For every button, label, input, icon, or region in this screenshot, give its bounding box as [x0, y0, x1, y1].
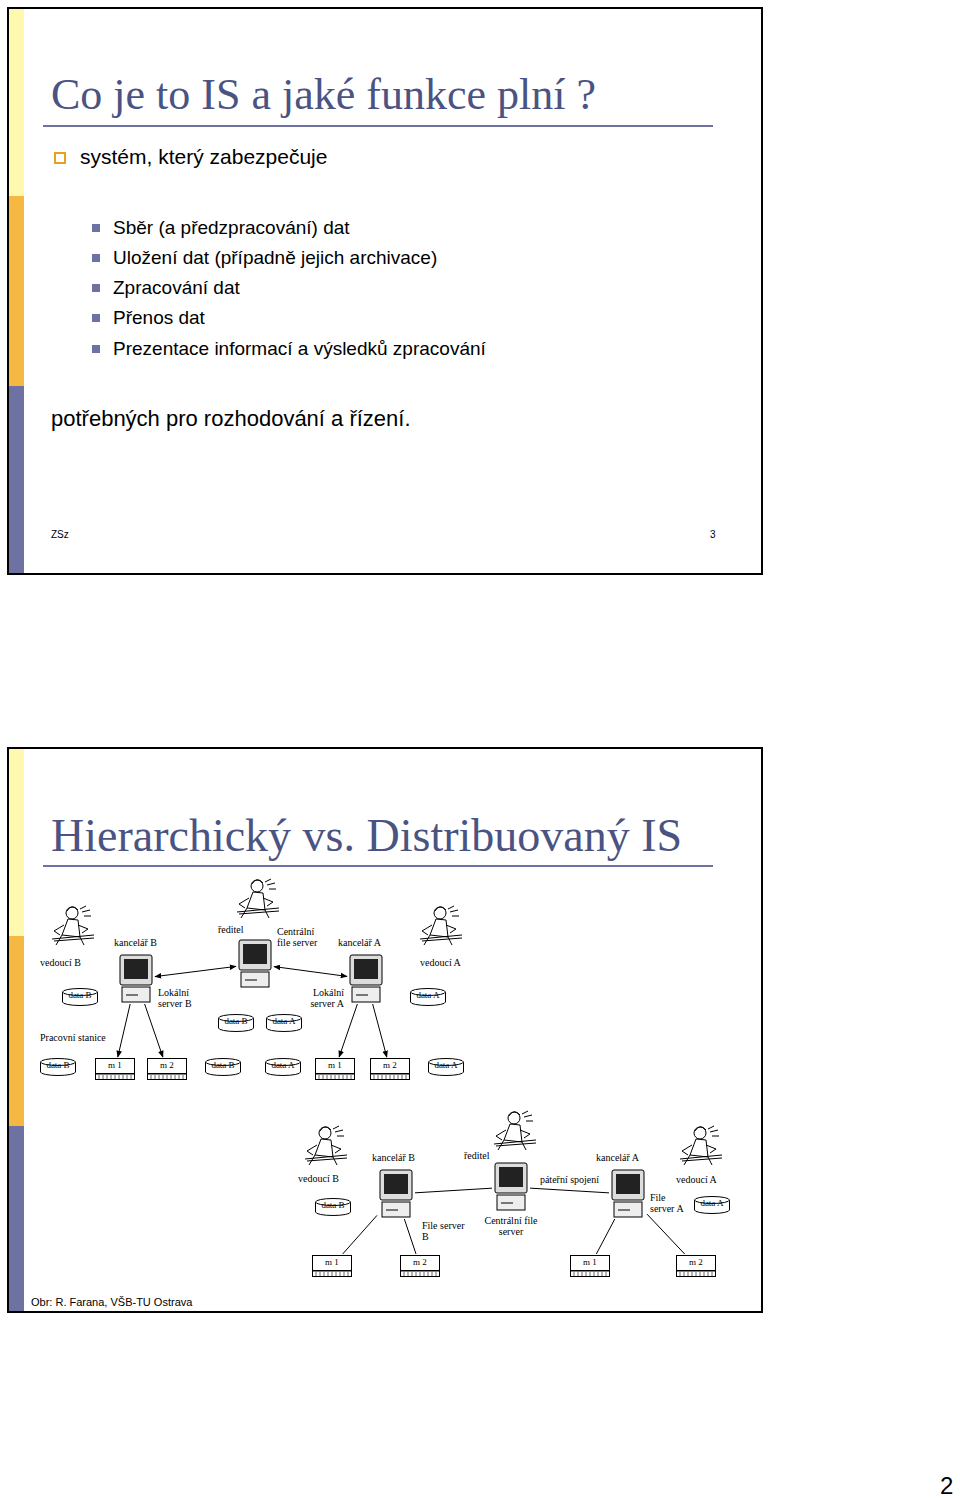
disk-node: data B: [315, 1198, 351, 1216]
node-text: File server A: [650, 1192, 690, 1214]
bullet-text: Přenos dat: [113, 307, 205, 329]
connector: [415, 1188, 492, 1193]
bullet-text: systém, který zabezpečuje: [80, 145, 327, 169]
disk-node: data A: [410, 988, 446, 1006]
computer-node: Centrální file server: [237, 940, 273, 988]
disk-node: data A: [694, 1196, 730, 1214]
footer-text: ZSz: [51, 529, 69, 541]
bullet-text: Uložení dat (případně jejich archivace): [113, 247, 437, 269]
disk-node: data B: [40, 1058, 76, 1076]
node-text: data B: [40, 1058, 76, 1071]
connector: [155, 966, 236, 976]
node-text: data A: [694, 1196, 730, 1209]
slide-title: Co je to IS a jaké funkce plní ?: [51, 70, 596, 121]
connector: [530, 1188, 609, 1193]
bullet-text: Prezentace informací a výsledků zpracová…: [113, 338, 486, 360]
node-text: File server B: [422, 1220, 466, 1242]
node-text: kancelář A: [338, 937, 398, 948]
node-text: kancelář B: [114, 937, 174, 948]
node-text: m 1: [570, 1255, 610, 1268]
disk-node: data A: [265, 1058, 301, 1076]
node-text: m 1: [312, 1255, 352, 1268]
workstation-node: m 1: [312, 1255, 352, 1277]
node-outline: [237, 940, 273, 988]
node-outline: [493, 1163, 529, 1211]
node-text: Centrální file server: [277, 926, 329, 948]
slide-frame: [8, 748, 762, 1312]
node-text: Lokální server B: [158, 987, 204, 1009]
page-number: 2: [940, 1472, 953, 1498]
computer-node: Centrální file server: [493, 1163, 529, 1211]
node-text: kancelář A: [596, 1152, 656, 1163]
connector: [118, 1004, 130, 1057]
computer-node: kancelář BFile server B: [378, 1170, 414, 1218]
connector: [596, 1219, 614, 1254]
node-text: data A: [265, 1058, 301, 1071]
computer-node: kancelář BLokální server B: [118, 955, 154, 1003]
person-label: vedoucí B: [40, 957, 81, 969]
node-outline: [378, 1170, 414, 1218]
node-text: m 1: [315, 1058, 355, 1071]
connector: [373, 1004, 387, 1057]
disk-node: data B: [205, 1058, 241, 1076]
group-label: Pracovní stanice: [40, 1032, 106, 1044]
page-number: 3: [710, 529, 716, 541]
node-text: m 2: [400, 1255, 440, 1268]
connector-label: páteřní spojení: [538, 1174, 601, 1185]
node-text: data A: [428, 1058, 464, 1071]
node-text: data B: [315, 1198, 351, 1211]
node-text: Centrální file server: [483, 1215, 539, 1237]
node-text: data B: [218, 1014, 254, 1027]
bullet-text: Zpracování dat: [113, 277, 240, 299]
person-label: ředitel: [218, 924, 244, 936]
node-text: data A: [266, 1014, 302, 1027]
disk-node: data B: [218, 1014, 254, 1032]
slide-title: Hierarchický vs. Distribuovaný IS: [51, 810, 682, 863]
node-text: kancelář B: [372, 1152, 432, 1163]
workstation-node: m 2: [676, 1255, 716, 1277]
disk-node: data A: [428, 1058, 464, 1076]
node-text: data B: [205, 1058, 241, 1071]
node-text: m 2: [676, 1255, 716, 1268]
connector: [647, 1214, 685, 1254]
workstation-node: m 1: [95, 1058, 135, 1080]
node-text: m 1: [95, 1058, 135, 1071]
node-text: data B: [62, 988, 98, 1001]
workstation-node: m 2: [370, 1058, 410, 1080]
workstation-node: m 2: [147, 1058, 187, 1080]
node-outline: [348, 955, 384, 1003]
workstation-node: m 1: [570, 1255, 610, 1277]
disk-node: data B: [62, 988, 98, 1006]
source-note: Obr: R. Farana, VŠB-TU Ostrava: [31, 1296, 192, 1309]
node-text: data A: [410, 988, 446, 1001]
workstation-node: m 2: [400, 1255, 440, 1277]
connector: [274, 967, 347, 977]
node-outline: [610, 1170, 646, 1218]
slide-frame: [8, 8, 762, 574]
computer-node: kancelář ALokální server A: [348, 955, 384, 1003]
disk-node: data A: [266, 1014, 302, 1032]
bullet-text: Sběr (a předzpracování) dat: [113, 217, 350, 239]
person-label: ředitel: [464, 1150, 490, 1162]
computer-node: kancelář AFile server A: [610, 1170, 646, 1218]
node-text: m 2: [370, 1058, 410, 1071]
body-text: potřebných pro rozhodování a řízení.: [51, 406, 411, 431]
node-text: Lokální server A: [300, 987, 344, 1009]
person-label: vedoucí B: [298, 1173, 339, 1185]
connector: [343, 1215, 377, 1254]
node-text: m 2: [147, 1058, 187, 1071]
workstation-node: m 1: [315, 1058, 355, 1080]
node-outline: [118, 955, 154, 1003]
connector: [339, 1004, 357, 1057]
connector: [404, 1219, 416, 1254]
person-label: vedoucí A: [676, 1174, 717, 1186]
connector: [145, 1004, 163, 1057]
person-label: vedoucí A: [420, 957, 461, 969]
